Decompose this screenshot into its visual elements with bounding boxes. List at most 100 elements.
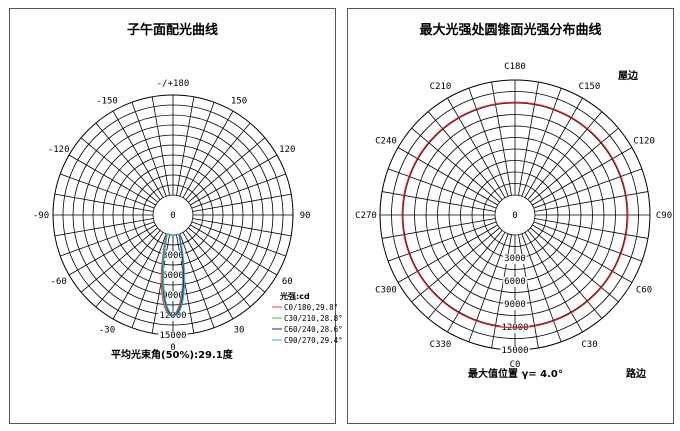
grid-spoke	[179, 233, 215, 328]
right-chart-title: 最大光强处圆锥面光强分布曲线	[419, 23, 602, 38]
roof-side-label: 屋边	[618, 69, 639, 82]
angle-tick-label: 60	[282, 277, 293, 287]
radial-label-bg	[161, 291, 185, 301]
grid-spoke	[521, 233, 562, 342]
radial-tick-label: 6000	[504, 277, 526, 287]
c-angle-label: C30	[581, 340, 597, 350]
grid-spoke	[533, 168, 642, 209]
radial-label-bg	[511, 211, 519, 221]
grid-spoke	[80, 137, 158, 203]
legend-label: C90/270,29.4°	[284, 336, 343, 345]
radial-tick-label: 15000	[501, 346, 528, 356]
c-angle-label: C120	[633, 137, 655, 147]
grid-spoke	[182, 232, 234, 320]
grid-spoke	[411, 127, 500, 203]
c-angle-label: C90	[656, 211, 672, 221]
angle-tick-label: -150	[96, 97, 118, 107]
grid-spoke	[427, 111, 503, 200]
grid-spoke	[534, 191, 649, 212]
grid-spoke	[524, 232, 583, 333]
grid-spoke	[190, 224, 278, 276]
radial-tick-label: 0	[170, 211, 175, 221]
radial-tick-label: 0	[512, 211, 517, 221]
angle-tick-label: 90	[300, 211, 311, 221]
c-angle-label: C150	[579, 82, 601, 92]
grid-spoke	[112, 232, 164, 320]
grid-spoke	[192, 218, 292, 237]
c-angle-label: C330	[430, 340, 452, 350]
angle-tick-label: 30	[234, 325, 245, 335]
angle-tick-label: -60	[51, 277, 67, 287]
radial-label-bg	[158, 331, 188, 341]
grid-spoke	[532, 224, 633, 283]
grid-spoke	[95, 122, 161, 200]
grid-spoke	[527, 230, 603, 319]
road-side-label: 路边	[626, 367, 647, 380]
angle-tick-label: -120	[48, 145, 70, 155]
c-angle-label: C180	[504, 62, 526, 72]
angle-tick-label: -90	[33, 211, 49, 221]
grid-spoke	[524, 97, 583, 198]
c-angle-label: C60	[636, 286, 652, 296]
grid-spoke	[60, 173, 155, 209]
grid-spoke	[530, 227, 619, 303]
max-position-text: 最大值位置 γ= 4.0°	[468, 369, 563, 380]
grid-spoke	[151, 96, 170, 196]
grid-spoke	[397, 224, 498, 283]
angle-tick-label: 0	[170, 343, 175, 353]
grid-spoke	[80, 227, 158, 293]
meridian-polar-chart: 0306090120150-/+180-150-120-90-60-300300…	[33, 79, 343, 353]
legend-title: 光强:cd	[279, 291, 310, 301]
grid-spoke	[188, 227, 266, 293]
radial-tick-label: 6000	[162, 271, 184, 281]
c-angle-label: C240	[375, 137, 397, 147]
grid-spoke	[176, 96, 195, 196]
legend-label: C0/180,29.8°	[284, 303, 338, 312]
grid-spoke	[533, 221, 642, 262]
angle-tick-label: -/+180	[157, 79, 190, 89]
radial-tick-label: 15000	[159, 331, 186, 341]
radial-label-bg	[161, 251, 185, 261]
angle-tick-label: 120	[279, 145, 295, 155]
radial-tick-label: 9000	[162, 291, 184, 301]
grid-spoke	[182, 110, 234, 198]
series-curve	[162, 233, 186, 317]
grid-spoke	[388, 168, 497, 209]
grid-spoke	[518, 234, 539, 349]
grid-spoke	[468, 88, 509, 197]
c-angle-label: C300	[375, 286, 397, 296]
grid-spoke	[534, 218, 649, 239]
grid-spoke	[54, 193, 154, 212]
legend-label: C30/210,28.8°	[284, 314, 343, 323]
grid-spoke	[491, 234, 512, 349]
radial-label-bg	[503, 254, 527, 264]
radial-tick-label: 3000	[162, 251, 184, 261]
grid-spoke	[381, 191, 496, 212]
grid-spoke	[131, 233, 167, 328]
grid-spoke	[447, 232, 506, 333]
grid-spoke	[427, 230, 503, 319]
grid-spoke	[68, 224, 156, 276]
grid-spoke	[532, 147, 633, 206]
angle-tick-label: -30	[99, 325, 115, 335]
legend-label: C60/240,28.6°	[284, 325, 343, 334]
left-chart-title: 子午面配光曲线	[126, 23, 218, 38]
grid-spoke	[112, 110, 164, 198]
grid-spoke	[192, 193, 292, 212]
grid-spoke	[530, 127, 619, 203]
radial-tick-label: 9000	[504, 300, 526, 310]
grid-spoke	[190, 154, 278, 206]
grid-spoke	[185, 122, 251, 200]
grid-spoke	[60, 221, 155, 257]
grid-spoke	[388, 221, 497, 262]
grid-spoke	[527, 111, 603, 200]
grid-spoke	[491, 81, 512, 196]
grid-spoke	[188, 137, 266, 203]
cone-intensity-curve	[401, 101, 629, 329]
radial-label-bg	[503, 300, 527, 310]
grid-spoke	[381, 218, 496, 239]
grid-spoke	[518, 81, 539, 196]
radial-label-bg	[500, 346, 530, 356]
